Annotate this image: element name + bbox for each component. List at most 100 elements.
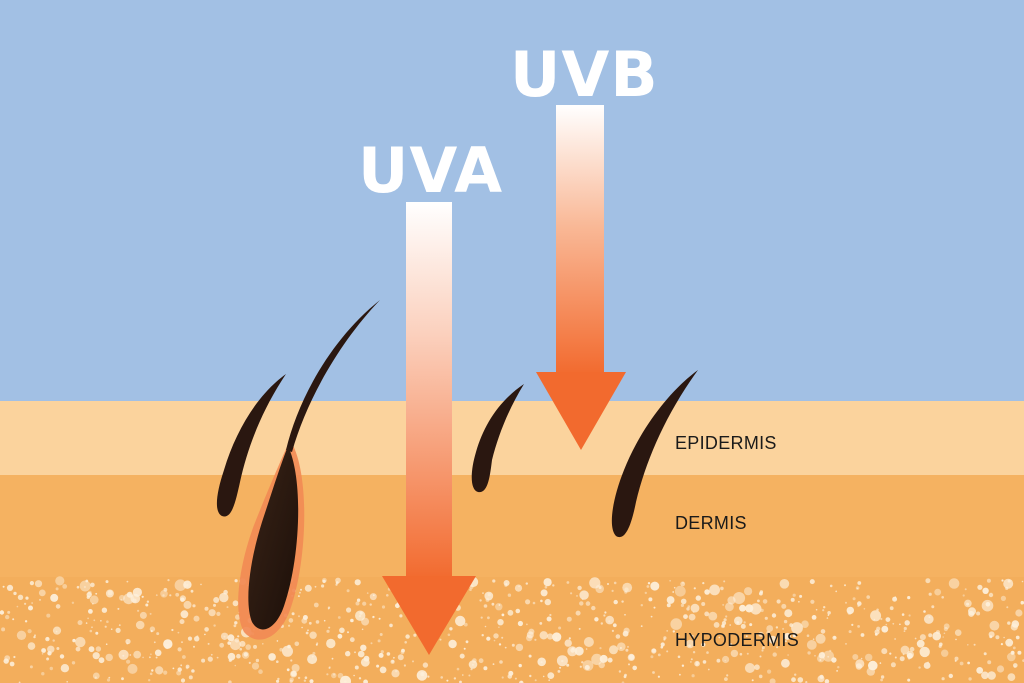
fat-cell <box>226 606 229 609</box>
fat-cell <box>91 626 93 629</box>
fat-cell <box>362 601 367 606</box>
fat-cell <box>907 596 911 600</box>
fat-cell <box>191 669 195 673</box>
fat-cell <box>708 611 718 621</box>
fat-cell <box>106 678 111 682</box>
fat-cell <box>216 656 219 659</box>
fat-cell <box>826 617 829 619</box>
fat-cell <box>876 608 879 612</box>
fat-cell <box>820 629 826 634</box>
fat-cell <box>219 592 229 603</box>
fat-cell <box>623 627 630 634</box>
fat-cell <box>885 617 891 622</box>
fat-cell <box>498 626 500 628</box>
fat-cell <box>540 589 548 597</box>
fat-cell <box>24 602 27 605</box>
fat-cell <box>1000 643 1004 646</box>
fat-cell <box>567 646 578 657</box>
fat-cell <box>323 619 326 622</box>
fat-cell <box>784 609 793 618</box>
fat-cell <box>651 648 657 653</box>
fat-cell <box>644 591 647 595</box>
fat-cell <box>449 627 453 631</box>
fat-cell <box>581 661 584 664</box>
dermis-layer <box>0 475 1024 577</box>
fat-cell <box>514 584 523 592</box>
fat-cell <box>674 585 686 597</box>
fat-cell <box>288 618 294 623</box>
fat-cell <box>440 676 444 679</box>
fat-cell <box>981 671 989 680</box>
fat-cell <box>582 660 594 671</box>
fat-cell <box>118 624 121 626</box>
fat-cell <box>1021 580 1024 583</box>
fat-cell <box>487 593 491 597</box>
fat-cell <box>683 614 688 619</box>
fat-cell <box>498 604 501 606</box>
fat-cell <box>1005 638 1014 647</box>
fat-cell <box>907 678 911 682</box>
fat-cell <box>314 585 317 588</box>
fat-cell <box>660 645 664 649</box>
fat-cell <box>92 672 100 680</box>
fat-cell <box>185 666 189 670</box>
fat-cell <box>624 614 626 616</box>
dermis-label: DERMIS <box>675 513 747 533</box>
fat-cell <box>672 591 675 593</box>
fat-cell <box>127 663 138 674</box>
fat-cell <box>761 646 765 650</box>
fat-cell <box>868 660 878 671</box>
fat-cell <box>701 602 706 606</box>
fat-cell <box>976 667 984 674</box>
fat-cell <box>304 584 312 592</box>
fat-cell <box>615 634 621 639</box>
fat-cell <box>807 651 811 655</box>
uva-arrow <box>382 202 476 655</box>
fat-cell <box>690 658 693 661</box>
fat-cell <box>987 660 992 665</box>
fat-cell <box>923 662 931 669</box>
fat-cell <box>739 652 743 656</box>
fat-cell <box>995 635 1000 640</box>
uva-arrow-shaft <box>406 202 452 580</box>
fat-cell <box>851 623 854 627</box>
fat-cell <box>404 641 408 644</box>
fat-cell <box>704 611 710 617</box>
fat-cell <box>555 637 558 640</box>
fat-cell <box>60 664 70 673</box>
fat-cell <box>148 679 151 682</box>
fat-cell <box>688 613 696 621</box>
fat-cell <box>386 594 389 597</box>
fat-cell <box>568 637 571 640</box>
fat-cell <box>612 623 617 628</box>
fat-cell <box>126 580 129 583</box>
fat-cell <box>918 666 921 669</box>
fat-cell <box>447 633 451 637</box>
fat-cell <box>916 639 925 648</box>
fat-cell <box>179 595 186 602</box>
fat-cell <box>718 636 721 639</box>
fat-cell <box>55 604 61 609</box>
fat-cell <box>299 591 301 594</box>
fat-cell <box>52 639 55 642</box>
fat-cell <box>646 585 650 588</box>
fat-cell <box>493 633 499 639</box>
fat-cell <box>558 626 562 630</box>
fat-cell <box>632 665 637 671</box>
fat-cell <box>75 636 86 648</box>
fat-cell <box>95 646 102 652</box>
fat-cell <box>169 594 172 597</box>
fat-cell <box>47 651 52 656</box>
fat-cell <box>355 610 366 621</box>
fat-cell <box>507 593 512 597</box>
fat-cell <box>192 604 196 608</box>
fat-cell <box>1011 650 1015 655</box>
fat-cell <box>243 652 248 657</box>
fat-cell <box>903 630 906 632</box>
fat-cell <box>919 646 930 658</box>
fat-cell <box>885 623 888 626</box>
fat-cell <box>41 648 46 653</box>
fat-cell <box>716 658 721 663</box>
fat-cell <box>85 622 88 624</box>
